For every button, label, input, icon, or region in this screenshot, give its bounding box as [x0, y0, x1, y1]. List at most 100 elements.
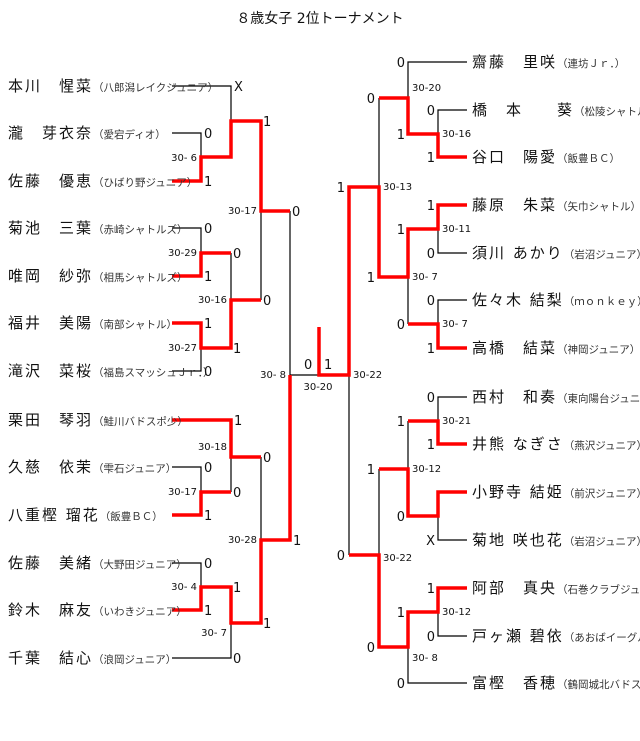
- player-name: 本川 惺菜: [8, 77, 93, 95]
- game-score: 1: [233, 581, 241, 596]
- game-score: 0: [367, 641, 375, 656]
- winner-path: [172, 251, 231, 278]
- game-score: 1: [397, 223, 405, 238]
- winner-path: [349, 553, 467, 649]
- game-score: 0: [204, 127, 212, 142]
- game-score: 1: [263, 115, 271, 130]
- player-entry: 西村 和奏（東向陽台ジュニア）: [472, 388, 640, 406]
- player-name: 千葉 結心: [8, 649, 93, 667]
- player-club: （前沢ジュニア）: [564, 487, 640, 500]
- winner-path: [172, 119, 290, 213]
- player-entry: 菊地 咲也花（岩沼ジュニア）: [472, 531, 640, 549]
- player-entry: 佐藤 美緒（大野田ジュニア）: [8, 554, 187, 572]
- game-score: 0: [397, 510, 405, 525]
- game-score: 0: [233, 486, 241, 501]
- game-score: 0: [233, 247, 241, 262]
- match-score: 30-13: [383, 182, 412, 193]
- player-club: （岩沼ジュニア）: [564, 535, 640, 548]
- player-club: （ｍｏｎｋｅｙ）: [564, 296, 640, 308]
- game-score: 0: [427, 630, 435, 645]
- player-name: 佐藤 優恵: [8, 172, 93, 190]
- game-score: 1: [204, 270, 212, 285]
- player-club: （あおばイーグルス）: [564, 631, 640, 644]
- player-club: （赤崎シャトルズ）: [93, 223, 188, 236]
- player-name: 齋藤 里咲: [472, 53, 557, 71]
- player-entry: 谷口 陽愛（飯豊ＢＣ）: [472, 148, 620, 166]
- player-club: （八郎潟レイクジュニア）: [93, 81, 218, 94]
- game-score: 0: [263, 451, 271, 466]
- match-score: 30-11: [442, 224, 471, 235]
- player-entry: 佐々木 結梨（ｍｏｎｋｅｙ）: [472, 291, 640, 309]
- game-score: 1: [427, 582, 435, 597]
- game-score: 0: [397, 56, 405, 71]
- player-club: （鮭川バドスポ少）: [93, 415, 188, 428]
- match-score: 30-16: [442, 129, 471, 140]
- game-score: 0: [204, 557, 212, 572]
- player-name: 小野寺 結姫: [472, 483, 564, 501]
- player-name: 滝沢 菜桜: [8, 362, 93, 380]
- match-score: 30-16: [198, 295, 227, 306]
- player-club: （相馬シャトルズ）: [93, 271, 188, 284]
- player-name: 井熊 なぎさ: [472, 435, 564, 453]
- player-club: （鶴岡城北バドスポ）: [557, 678, 640, 691]
- match-score: 30- 8: [412, 653, 438, 664]
- game-score: 1: [204, 317, 212, 332]
- match-score: 30- 4: [171, 582, 197, 593]
- winner-path: [172, 418, 261, 459]
- game-score: 0: [427, 104, 435, 119]
- player-list: 本川 惺菜（八郎潟レイクジュニア）瀧 芽衣奈（愛宕ディオ）佐藤 優恵（ひばり野ジ…: [8, 53, 640, 692]
- player-name: 鈴木 麻友: [8, 601, 93, 619]
- game-score: 1: [427, 151, 435, 166]
- game-score: 0: [427, 391, 435, 406]
- player-entry: 須川 あかり（岩沼ジュニア）: [472, 244, 640, 262]
- player-club: （愛宕ディオ）: [93, 128, 166, 141]
- game-score: 0: [204, 365, 212, 380]
- player-entry: 福井 美陽（南部シャトル）: [8, 314, 177, 332]
- page-title: ８歳女子 2位トーナメント: [236, 10, 403, 27]
- match-score: 30-20: [303, 382, 332, 393]
- player-entry: 菊池 三葉（赤崎シャトルズ）: [8, 219, 188, 237]
- game-score: 1: [397, 606, 405, 621]
- player-name: 佐藤 美緒: [8, 554, 93, 572]
- player-name: 須川 あかり: [472, 244, 564, 262]
- player-name: 橋 本 葵: [472, 101, 574, 119]
- player-name: 高橋 結菜: [472, 339, 557, 357]
- game-score: 0: [233, 652, 241, 667]
- match-score: 30-27: [168, 343, 197, 354]
- game-score: 1: [367, 271, 375, 286]
- match-score: 30-22: [383, 553, 412, 564]
- match-score: 30- 8: [260, 370, 286, 381]
- player-name: 西村 和奏: [472, 388, 557, 406]
- player-name: 唯岡 紗弥: [8, 267, 93, 285]
- game-score: 1: [204, 509, 212, 524]
- player-name: 佐々木 結梨: [472, 291, 564, 309]
- match-score: 30-28: [228, 535, 257, 546]
- game-score: 1: [204, 604, 212, 619]
- winner-path: [379, 96, 467, 159]
- winner-path: [379, 467, 467, 518]
- game-score: 0: [337, 549, 345, 564]
- winner-path: [408, 419, 467, 446]
- player-entry: 鈴木 麻友（いわきジュニア）: [8, 601, 187, 619]
- player-name: 久慈 依茉: [8, 458, 93, 476]
- player-entry: 橋 本 葵（松陵シャトルズ）: [472, 101, 640, 119]
- game-score: 1: [263, 617, 271, 632]
- player-club: （福島スマッシュＪｒ．）: [93, 366, 213, 379]
- player-entry: 井熊 なぎさ（燕沢ジュニア）: [472, 435, 640, 453]
- player-name: 八重樫 瑠花: [8, 506, 100, 524]
- game-score: 1: [427, 199, 435, 214]
- player-entry: 本川 惺菜（八郎潟レイクジュニア）: [8, 77, 218, 95]
- player-entry: 久慈 依茉（雫石ジュニア）: [8, 458, 176, 476]
- game-score: 0: [292, 205, 300, 220]
- match-score: 30-17: [228, 206, 257, 217]
- match-score: 30-18: [198, 442, 227, 453]
- player-entry: 佐藤 優恵（ひばり野ジュニア）: [8, 172, 197, 190]
- player-name: 阿部 真央: [472, 579, 557, 597]
- player-name: 福井 美陽: [8, 314, 93, 332]
- game-score: X: [234, 80, 243, 95]
- game-score: 0: [204, 461, 212, 476]
- bracket-lines: [172, 61, 467, 684]
- game-score: 1: [204, 175, 212, 190]
